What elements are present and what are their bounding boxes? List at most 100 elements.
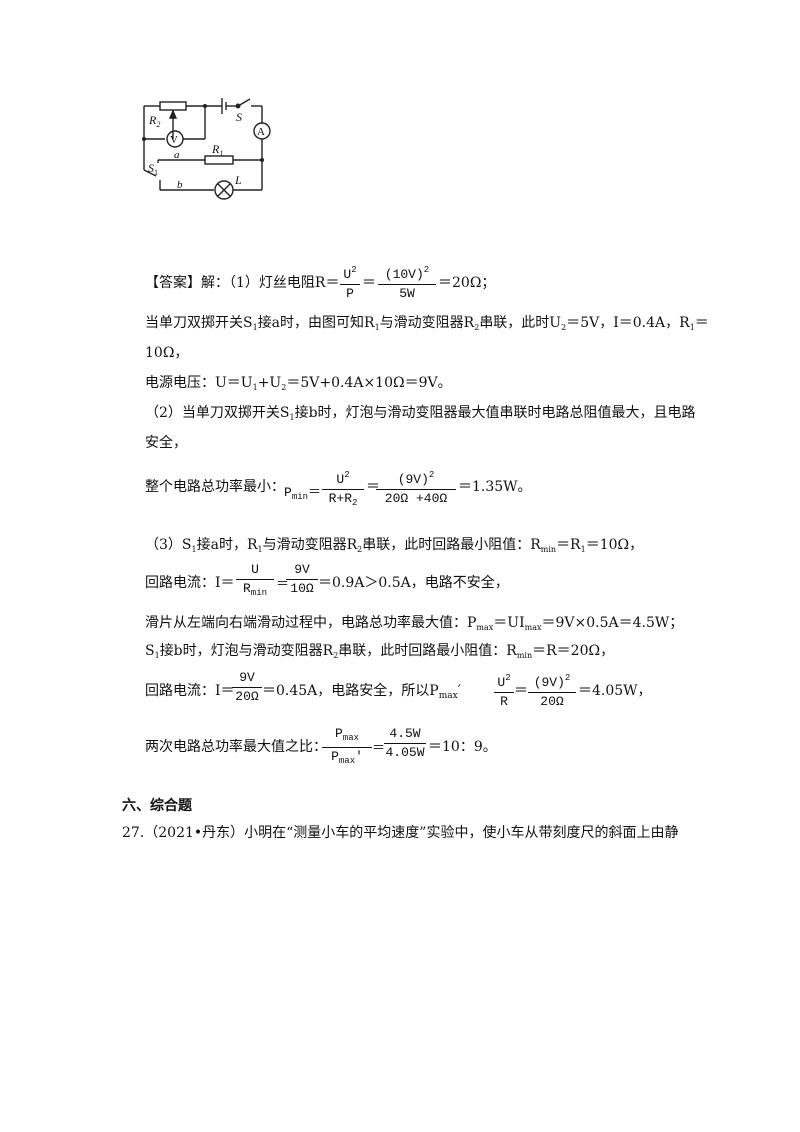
text: 接a时，R xyxy=(196,537,258,553)
min-power-result: ＝1.35W。 xyxy=(458,479,532,495)
frac-den: P xyxy=(346,286,354,301)
text: 接a时，由图可知R xyxy=(257,315,375,331)
label-voltmeter: V xyxy=(170,134,178,146)
equals-sign: ＝ xyxy=(276,577,290,592)
question-27: 27.（2021•丹东）小明在“测量小车的平均速度”实验中，使小车从带刻度尺的斜… xyxy=(122,825,679,841)
rheostat-r2 xyxy=(159,101,187,111)
circuit-diagram: R2 S A V R1 a S1 b L xyxy=(142,98,271,200)
text: 滑片从左端向右端滑动过程中，电路总功率最大值：P xyxy=(145,615,477,631)
frac-den: 20Ω xyxy=(540,694,564,709)
text: ＝UI xyxy=(493,615,525,631)
subscript: 1 xyxy=(689,323,695,332)
para-3-line-1: （3）S1接a时，R1与滑动变阻器R2串联，此时回路最小阻值：Rmin＝R1＝1… xyxy=(145,535,643,560)
text: （2）当单刀双掷开关S xyxy=(145,405,290,421)
label-s1: S xyxy=(148,161,154,175)
answer-intro: 【答案】解：（1）灯丝电阻R＝ xyxy=(145,275,340,291)
text: 当单刀双掷开关S xyxy=(145,315,253,331)
label-a: a xyxy=(174,149,180,161)
subscript: 2 xyxy=(281,383,287,392)
para-supply-voltage: 电源电压：U＝U1+U2＝5V+0.4A×10Ω＝9V。 xyxy=(145,373,452,398)
fraction-9v2-over-20ohm: (9V)2 20Ω xyxy=(528,670,576,710)
fraction-u2-over-p: U2 P xyxy=(340,262,360,302)
subscript: max xyxy=(524,623,542,632)
text: ＝R＝20Ω， xyxy=(532,643,615,659)
text: 电源电压：U＝U xyxy=(145,375,253,391)
text: ＝R xyxy=(556,537,581,553)
subscript: max xyxy=(438,691,458,701)
label-r1: R xyxy=(211,142,220,156)
frac-den: 10Ω xyxy=(290,581,314,596)
equals-sign: ＝ xyxy=(308,485,322,500)
fraction-u-over-rmin: U Rmin xyxy=(236,562,274,601)
frac-num: U xyxy=(336,472,345,487)
frac-num: (10V) xyxy=(384,267,424,282)
switch-s xyxy=(237,98,251,107)
frac-num-exp: 2 xyxy=(428,470,435,480)
subscript: min xyxy=(516,651,533,660)
subscript: 1 xyxy=(252,323,258,332)
frac-den: P xyxy=(331,749,339,764)
para-s1-b: S1接b时，灯泡与滑动变阻器R2串联，此时回路最小阻值：Rmin＝R＝20Ω， xyxy=(145,641,614,666)
subscript: max xyxy=(342,733,359,743)
subscript: max xyxy=(476,623,494,632)
frac-num: U xyxy=(497,675,506,690)
current-label-2: 回路电流：I＝ xyxy=(145,683,235,699)
frac-num-exp: 2 xyxy=(344,470,350,480)
frac-num-exp: 2 xyxy=(505,673,511,683)
frac-den: 5W xyxy=(399,286,415,301)
fraction-pmax-ratio: Pmax Pmax′ xyxy=(322,726,372,769)
frac-num: (9V) xyxy=(397,472,429,487)
equals-sign: ＝ xyxy=(362,275,376,291)
subscript: min xyxy=(250,588,267,598)
pmin-symbol: Pmin＝ xyxy=(284,481,321,502)
fraction-9v-over-sum: (9V)2 20Ω +40Ω xyxy=(376,467,456,507)
prime: ′ xyxy=(355,749,363,764)
text: （3）S xyxy=(145,537,192,553)
subscript: 1 xyxy=(252,383,258,392)
text: ＝10Ω， xyxy=(585,537,644,553)
frac-num: 9V xyxy=(239,670,255,685)
subscript: max xyxy=(338,756,356,766)
label-r2: R xyxy=(148,113,157,127)
text: 串联，此时U xyxy=(479,315,562,331)
text: +U xyxy=(257,375,282,391)
text: 与滑动变阻器R xyxy=(262,537,358,553)
subscript: 1 xyxy=(289,413,295,422)
label-r1-sub: 1 xyxy=(219,149,223,158)
fraction-9v-over-20ohm: 9V 20Ω xyxy=(232,670,262,705)
subscript: 1 xyxy=(257,545,263,554)
equals-sign: ＝ xyxy=(366,479,380,495)
label-l: L xyxy=(234,173,242,187)
svg-text:S1: S1 xyxy=(148,161,158,177)
frac-num: 4.5W xyxy=(389,726,421,741)
text: P xyxy=(284,485,292,500)
subscript: 1 xyxy=(374,323,380,332)
frac-den: R xyxy=(242,581,251,596)
text: 接b时，灯泡与滑动变阻器最大值串联时电路总阻值最大，且电路 xyxy=(294,405,696,421)
text: S xyxy=(145,643,155,659)
switch-s1 xyxy=(143,169,157,177)
para-2-line-2: 安全， xyxy=(145,435,187,451)
svg-text:R1: R1 xyxy=(211,142,223,158)
para-1-line-1: 当单刀双掷开关S1接a时，由图可知R1与滑动变阻器R2串联，此时U2＝5V，I＝… xyxy=(145,313,709,338)
ratio-label: 两次电路总功率最大值之比： xyxy=(145,739,327,755)
frac-den: R xyxy=(500,694,508,709)
frac-den: R+R xyxy=(328,491,352,506)
para-max-power: 滑片从左端向右端滑动过程中，电路总功率最大值：Pmax＝UImax＝9V×0.5… xyxy=(145,613,683,638)
svg-text:R2: R2 xyxy=(148,113,160,129)
subscript: min xyxy=(540,545,557,554)
subscript: 2 xyxy=(357,545,363,554)
min-power-label: 整个电路总功率最小： xyxy=(145,479,285,495)
frac-num: 9V xyxy=(294,562,310,577)
answer-result-1: ＝20Ω； xyxy=(438,275,496,291)
subscript: 2 xyxy=(561,323,567,332)
frac-num-exp: 2 xyxy=(564,673,571,683)
label-b: b xyxy=(177,179,183,191)
subscript: 2 xyxy=(352,498,358,508)
frac-num-exp: 2 xyxy=(351,265,357,275)
label-s: S xyxy=(236,110,242,124)
prime: ′ xyxy=(457,683,461,699)
text: 与滑动变阻器R xyxy=(379,315,475,331)
fraction-u2-over-r: U2 R xyxy=(494,670,514,710)
current-result-2: ＝0.45A，电路安全，所以Pmax′ xyxy=(262,681,461,706)
